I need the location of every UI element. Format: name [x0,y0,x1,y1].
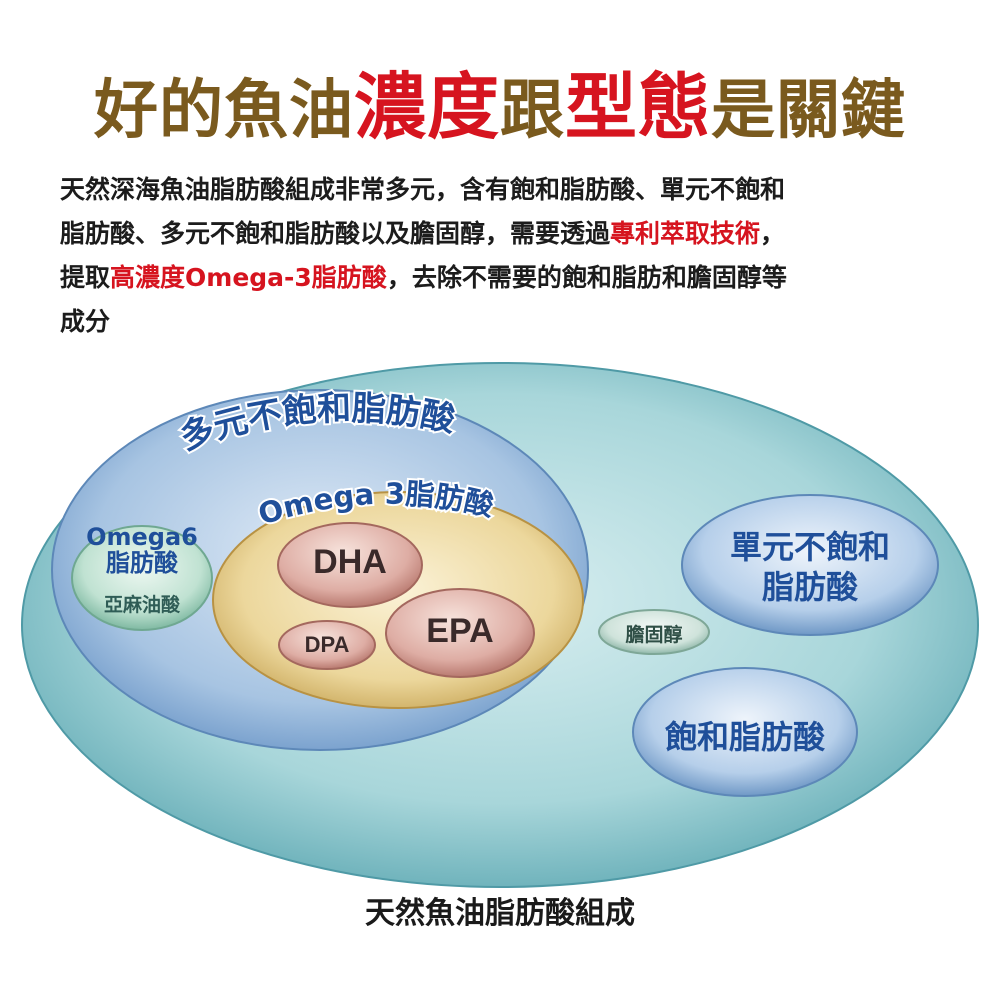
monounsaturated-ellipse [681,494,939,636]
dpa-bubble [278,620,376,670]
omega6-label-line-1: Omega6 [86,523,198,551]
title-accent-form: 型態 [565,65,712,149]
dha-bubble [277,522,423,608]
omega6-label: Omega6 脂肪酸 [72,524,212,576]
intro-line-3: 提取高濃度Omega-3脂肪酸，去除不需要的飽和脂肪和膽固醇等 [60,256,940,300]
title-part-2: 跟 [500,74,565,148]
monounsaturated-label: 單元不飽和 脂肪酸 [690,527,930,607]
saturated-label: 飽和脂肪酸 [664,718,825,756]
intro-line-4: 成分 [60,307,111,336]
title-part-3: 是關鍵 [711,74,907,148]
dpa-label: DPA [304,632,350,657]
monounsaturated-label-line-2: 脂肪酸 [761,568,858,606]
title-part-1: 好的魚油 [93,74,354,148]
intro-line-2: 脂肪酸、多元不飽和脂肪酸以及膽固醇，需要透過專利萃取技術， [60,212,940,256]
intro-highlight-patent: 專利萃取技術 [610,219,761,248]
epa-bubble [385,588,535,678]
linoleic-acid-label: 亞麻油酸 [103,594,180,616]
intro-highlight-omega3: 高濃度Omega-3脂肪酸 [110,263,387,292]
cholesterol-bubble [598,609,710,655]
intro-line-3-a: 提取 [60,263,111,292]
omega6-label-line-2: 脂肪酸 [106,549,178,577]
page-title: 好的魚油濃度跟型態是關鍵 [0,62,1000,152]
intro-line-1: 天然深海魚油脂肪酸組成非常多元，含有飽和脂肪酸、單元不飽和 [60,175,786,204]
intro-line-2-b: ， [760,219,786,248]
intro-line-2-a: 脂肪酸、多元不飽和脂肪酸以及膽固醇，需要透過 [60,219,611,248]
diagram-caption: 天然魚油脂肪酸組成 [365,896,635,931]
intro-line-3-b: ，去除不需要的飽和脂肪和膽固醇等 [386,263,787,292]
title-accent-concentration: 濃度 [353,65,500,149]
dha-label: DHA [313,543,387,581]
cholesterol-label: 膽固醇 [625,624,683,646]
saturated-ellipse [632,667,858,797]
omega6-ellipse [71,525,213,631]
monounsaturated-label-line-1: 單元不飽和 [729,528,890,566]
epa-label: EPA [426,612,494,650]
intro-paragraph: 天然深海魚油脂肪酸組成非常多元，含有飽和脂肪酸、單元不飽和 脂肪酸、多元不飽和脂… [60,168,940,344]
